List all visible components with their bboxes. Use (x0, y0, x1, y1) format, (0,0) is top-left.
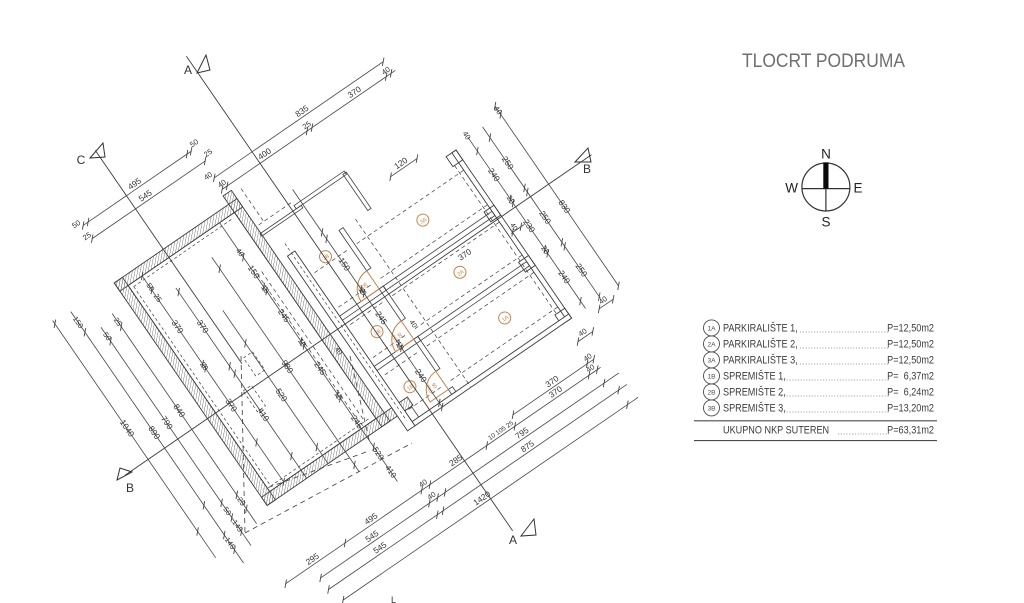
svg-text:E: E (854, 181, 863, 196)
svg-text:PARKIRALIŠTE 2,: PARKIRALIŠTE 2, (723, 339, 798, 351)
svg-text:P=63,31m2: P=63,31m2 (887, 425, 934, 437)
svg-text:A: A (509, 533, 517, 547)
svg-text:UKUPNO NKP SUTEREN: UKUPNO NKP SUTEREN (723, 425, 829, 437)
svg-text:2A: 2A (456, 269, 465, 278)
svg-text:3A: 3A (707, 358, 716, 365)
svg-text:1B: 1B (707, 374, 716, 381)
svg-text:A: A (184, 63, 192, 77)
svg-text:50: 50 (188, 137, 200, 149)
svg-text:40: 40 (508, 222, 518, 232)
svg-text:3A: 3A (419, 217, 428, 226)
svg-text:N: N (821, 147, 831, 162)
svg-text:TLOCRT PODRUMA: TLOCRT PODRUMA (742, 50, 905, 72)
svg-text:25: 25 (235, 495, 247, 507)
svg-text:20: 20 (539, 244, 551, 256)
svg-text:40: 40 (584, 362, 596, 374)
svg-text:40: 40 (582, 351, 594, 363)
svg-text:PARKIRALIŠTE 1,: PARKIRALIŠTE 1, (723, 323, 798, 335)
svg-text:205: 205 (389, 334, 399, 344)
svg-text:40: 40 (597, 294, 609, 306)
svg-text:10: 10 (332, 390, 344, 402)
svg-text:3B: 3B (707, 406, 716, 413)
svg-text:40: 40 (492, 104, 504, 116)
svg-text:P= 6,37m2: P= 6,37m2 (887, 371, 934, 383)
svg-text:P=13,20m2: P=13,20m2 (887, 403, 934, 415)
svg-text:25: 25 (112, 316, 124, 328)
svg-text:40: 40 (425, 490, 437, 502)
svg-text:50: 50 (144, 281, 156, 293)
svg-text:50: 50 (101, 330, 113, 342)
svg-text:1A: 1A (501, 315, 510, 324)
svg-text:40: 40 (234, 246, 246, 258)
svg-text:40: 40 (202, 170, 214, 182)
svg-text:50: 50 (70, 218, 82, 230)
svg-text:40: 40 (577, 326, 589, 338)
svg-text:50: 50 (221, 505, 233, 517)
svg-text:W: W (785, 181, 798, 196)
svg-text:10: 10 (259, 283, 271, 295)
svg-text:25: 25 (81, 230, 93, 242)
svg-text:90: 90 (395, 332, 403, 340)
svg-text:40: 40 (216, 177, 228, 189)
svg-text:40: 40 (417, 477, 429, 489)
svg-text:S: S (821, 215, 830, 230)
svg-text:B: B (583, 162, 591, 176)
svg-text:25: 25 (152, 292, 164, 304)
svg-text:PARKIRALIŠTE 3,: PARKIRALIŠTE 3, (723, 355, 798, 367)
svg-text:1B: 1B (406, 383, 415, 392)
svg-text:SPREMIŠTE 3,: SPREMIŠTE 3, (723, 403, 786, 415)
svg-text:L: L (391, 595, 396, 603)
svg-text:SPREMIŠTE 1,: SPREMIŠTE 1, (723, 371, 786, 383)
svg-text:40: 40 (461, 129, 473, 141)
svg-text:P= 6,24m2: P= 6,24m2 (887, 387, 934, 399)
svg-text:10: 10 (357, 285, 369, 297)
svg-text:40: 40 (407, 319, 417, 329)
svg-text:90: 90 (430, 382, 438, 390)
svg-text:3B: 3B (322, 253, 331, 262)
svg-text:10: 10 (296, 337, 308, 349)
svg-text:2A: 2A (707, 342, 716, 349)
svg-text:25: 25 (202, 147, 214, 159)
svg-text:40: 40 (380, 65, 392, 77)
svg-text:P=12,50m2: P=12,50m2 (887, 339, 934, 351)
svg-text:P=12,50m2: P=12,50m2 (887, 323, 934, 335)
svg-text:90: 90 (361, 282, 369, 290)
svg-text:2B: 2B (373, 328, 382, 337)
svg-text:SPREMIŠTE 2,: SPREMIŠTE 2, (723, 387, 786, 399)
svg-text:2B: 2B (707, 390, 716, 397)
svg-text:P=12,50m2: P=12,50m2 (887, 355, 934, 367)
svg-text:B: B (126, 481, 134, 495)
svg-text:205: 205 (355, 284, 365, 294)
svg-text:40: 40 (333, 346, 343, 356)
svg-text:10: 10 (394, 340, 406, 352)
svg-text:25: 25 (301, 119, 313, 131)
svg-text:205: 205 (424, 384, 434, 394)
svg-text:C: C (77, 153, 86, 167)
svg-text:20: 20 (198, 360, 210, 372)
svg-text:20: 20 (505, 194, 517, 206)
svg-text:1A: 1A (707, 326, 716, 333)
